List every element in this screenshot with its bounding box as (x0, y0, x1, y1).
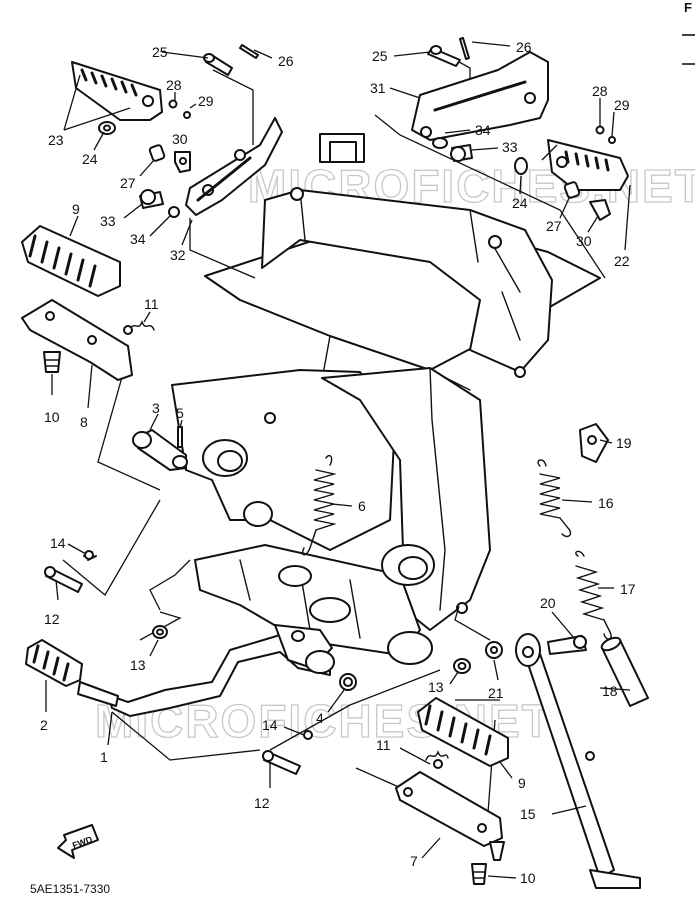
fwd-arrow: FWD (57, 824, 99, 859)
spring-6 (301, 454, 337, 556)
callout-29-right: 29 (614, 97, 630, 113)
callout-30-left: 30 (172, 131, 188, 147)
callout-24-left: 24 (82, 151, 98, 167)
callout-12-upper: 12 (44, 611, 60, 627)
callout-10-right: 10 (520, 870, 536, 886)
callout-31: 31 (370, 80, 386, 96)
callout-2: 2 (40, 717, 48, 733)
callout-33-right: 33 (502, 139, 518, 155)
callout-27-left: 27 (120, 175, 136, 191)
callout-14-upper: 14 (50, 535, 66, 551)
callout-14-lower: 14 (262, 717, 278, 733)
callout-33-left: 33 (100, 213, 116, 229)
callout-16: 16 (598, 495, 614, 511)
pins-12-14 (44, 550, 357, 775)
callout-4: 4 (316, 710, 324, 726)
callout-15: 15 (520, 806, 536, 822)
footrest-22 (547, 139, 629, 191)
callout-11-left: 11 (144, 296, 159, 312)
callout-11-right: 11 (376, 737, 391, 753)
pedal-rubber-2 (25, 639, 83, 687)
footrest-rubber-9-right (417, 697, 509, 767)
callout-25-left: 25 (152, 44, 168, 60)
callout-24-right: 24 (512, 195, 528, 211)
callout-12-lower: 12 (254, 795, 270, 811)
sidestand-parts (453, 423, 649, 707)
callout-26-left: 26 (278, 53, 294, 69)
callout-18: 18 (602, 683, 618, 699)
footrest-bracket-7 (395, 771, 505, 885)
callout-1: 1 (100, 749, 108, 765)
leader-lines (62, 46, 606, 827)
footrest-rubber-9-left (21, 225, 121, 297)
callout-10-left: 10 (44, 409, 60, 425)
callout-27-right: 27 (546, 218, 562, 234)
footrest-bracket-8 (21, 299, 133, 381)
hardware-right (432, 125, 616, 221)
callout-20: 20 (540, 595, 556, 611)
footrest-23 (71, 61, 163, 121)
brake-pedal-1 (77, 624, 335, 717)
callout-25-right: 25 (372, 48, 388, 64)
spring-11-left (123, 320, 155, 335)
hardware-left (98, 99, 191, 218)
callouts: 25 26 28 29 30 23 24 27 33 34 32 25 26 3… (40, 39, 636, 886)
brake-pivot-3 (132, 426, 188, 471)
callout-9-left: 9 (72, 201, 80, 217)
callout-3: 3 (152, 400, 160, 416)
bracket-31 (411, 37, 549, 141)
callout-9-right: 9 (518, 775, 526, 791)
callout-5: 5 (176, 405, 184, 421)
callout-28-right: 28 (592, 83, 608, 99)
callout-22: 22 (614, 253, 630, 269)
callout-29-left: 29 (198, 93, 214, 109)
callout-21: 21 (488, 685, 504, 701)
callout-26-right: 26 (516, 39, 532, 55)
callout-32: 32 (170, 247, 186, 263)
callout-34-right: 34 (475, 122, 491, 138)
callout-23: 23 (48, 132, 64, 148)
bracket-32 (185, 44, 283, 216)
callout-30-right: 30 (576, 233, 592, 249)
callout-6: 6 (358, 498, 366, 514)
frame (171, 133, 601, 665)
callout-28-left: 28 (166, 77, 182, 93)
diagram-code: 5AE1351-7330 (30, 882, 110, 896)
callout-17: 17 (620, 581, 636, 597)
spring-11-right (425, 750, 449, 769)
callout-8: 8 (80, 414, 88, 430)
callout-13-left: 13 (130, 657, 146, 673)
callout-34-left: 34 (130, 231, 146, 247)
springs-16-17 (537, 459, 612, 640)
callout-7: 7 (410, 853, 418, 869)
callout-19: 19 (616, 435, 632, 451)
callout-13-right: 13 (428, 679, 444, 695)
sidestand-15 (515, 633, 641, 889)
page-mark: F (684, 0, 692, 15)
